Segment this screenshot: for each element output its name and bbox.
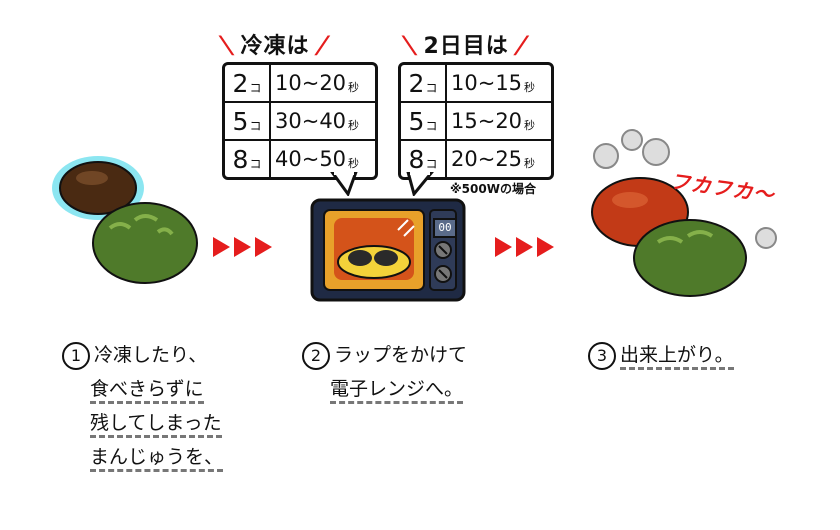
wattage-note: ※500Wの場合 — [450, 182, 536, 196]
row-unit: コ — [249, 80, 262, 95]
arrow-right-icon — [495, 237, 512, 257]
row-unit: コ — [425, 156, 438, 171]
row-count: 8 — [408, 144, 425, 174]
step-line: 冷凍したり、 — [94, 344, 208, 366]
row-count: 8 — [232, 144, 249, 174]
microwave-illustration: 00 — [308, 196, 468, 306]
row-time: 10~15 — [451, 71, 523, 95]
microwave-display: 00 — [433, 218, 457, 238]
speech-tail — [330, 172, 358, 196]
arrow-right-icon — [213, 237, 230, 257]
step-number: 2 — [302, 341, 330, 370]
arrow-right-icon — [234, 237, 251, 257]
row-sec: 秒 — [348, 118, 360, 132]
step-number: 3 — [588, 341, 616, 370]
row-sec: 秒 — [524, 156, 536, 170]
speech-tail — [406, 172, 434, 196]
step-line: 出来上がり。 — [620, 344, 734, 370]
manju-illustration-leftover — [52, 156, 198, 284]
row-sec: 秒 — [348, 156, 360, 170]
accent-slash-right: / — [313, 31, 333, 59]
row-time: 30~40 — [275, 109, 347, 133]
row-time: 40~50 — [275, 147, 347, 171]
row-unit: コ — [249, 118, 262, 133]
row-unit: コ — [425, 80, 438, 95]
step-line: ラップをかけて — [334, 344, 468, 366]
arrow-right-icon — [516, 237, 533, 257]
accent-slash-left: \ — [216, 31, 237, 59]
step-number: 1 — [62, 341, 90, 370]
microwave-icon — [310, 198, 466, 302]
frozen-title: 冷凍は — [240, 34, 310, 59]
row-sec: 秒 — [524, 80, 536, 94]
arrow-right-icon — [537, 237, 554, 257]
day2-title: 2日目は — [423, 34, 509, 59]
step-line: 残してしまった — [90, 412, 222, 438]
row-sec: 秒 — [524, 118, 536, 132]
accent-slash-left: \ — [399, 31, 420, 59]
row-time: 10~20 — [275, 71, 347, 95]
step-line: 電子レンジへ。 — [330, 378, 464, 404]
row-time: 15~20 — [451, 109, 523, 133]
day2-header: \ 2日目は / — [400, 28, 532, 60]
row-count: 2 — [232, 68, 249, 98]
manju-illustration-finished — [591, 129, 777, 297]
flow-arrows-2 — [495, 237, 554, 257]
arrow-right-icon — [255, 237, 272, 257]
row-time: 20~25 — [451, 147, 523, 171]
row-sec: 秒 — [348, 80, 360, 94]
step-line: 食べきらずに — [90, 378, 204, 404]
row-unit: コ — [249, 156, 262, 171]
step-line: まんじゅうを、 — [90, 446, 224, 472]
row-unit: コ — [425, 118, 438, 133]
row-count: 5 — [232, 106, 249, 136]
row-count: 2 — [408, 68, 425, 98]
row-count: 5 — [408, 106, 425, 136]
frozen-header: \ 冷凍は / — [217, 28, 333, 60]
accent-slash-right: / — [512, 31, 533, 59]
flow-arrows-1 — [213, 237, 272, 257]
